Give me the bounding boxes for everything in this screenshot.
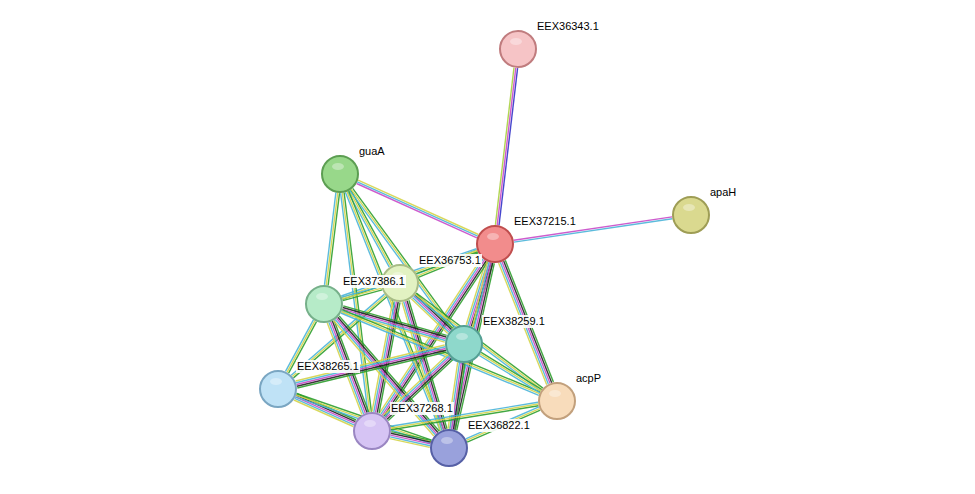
protein-node: guaA — [321, 155, 359, 193]
evidence-line — [499, 68, 518, 225]
interaction-edge — [325, 193, 340, 286]
node-highlight — [441, 437, 453, 444]
node-highlight — [683, 204, 695, 211]
interaction-edge — [342, 286, 382, 300]
interaction-edge — [390, 432, 431, 448]
protein-node: EEX36822.1 — [430, 429, 468, 467]
node-label: apaH — [709, 186, 737, 199]
node-highlight — [316, 293, 328, 300]
interaction-edge — [294, 394, 356, 427]
evidence-line — [357, 182, 477, 236]
node-highlight — [332, 163, 344, 170]
protein-node: apaH — [672, 196, 710, 234]
evidence-line — [481, 352, 542, 389]
node-circle — [538, 382, 576, 420]
evidence-line — [326, 193, 337, 285]
node-circle — [672, 196, 710, 234]
node-label: guaA — [358, 145, 386, 158]
protein-node: EEX38265.1 — [259, 370, 297, 408]
evidence-line — [296, 345, 445, 381]
evidence-line — [479, 356, 540, 393]
evidence-line — [325, 193, 336, 285]
evidence-line — [297, 350, 446, 386]
evidence-line — [357, 184, 477, 238]
node-label: EEX37215.1 — [513, 215, 577, 228]
node-circle — [430, 429, 468, 467]
node-circle — [321, 155, 359, 193]
interaction-edge — [495, 68, 517, 226]
evidence-line — [343, 308, 446, 338]
node-highlight — [364, 420, 376, 427]
protein-node: acpP — [538, 382, 576, 420]
evidence-line — [342, 309, 445, 339]
node-label: EEX36343.1 — [536, 20, 600, 33]
node-label: EEX37386.1 — [342, 275, 406, 288]
node-highlight — [487, 233, 499, 240]
node-highlight — [510, 38, 522, 45]
interaction-edge — [357, 180, 479, 238]
evidence-line — [296, 395, 355, 422]
protein-node: EEX37386.1 — [305, 285, 343, 323]
protein-node: EEX37268.1 — [353, 412, 391, 450]
evidence-line — [297, 394, 356, 421]
node-label: EEX36822.1 — [467, 419, 531, 432]
interaction-edge — [479, 352, 541, 392]
node-circle — [305, 285, 343, 323]
node-label: EEX38265.1 — [296, 360, 360, 373]
node-label: acpP — [575, 372, 602, 385]
node-label: EEX36753.1 — [418, 254, 482, 267]
node-circle — [353, 412, 391, 450]
evidence-line — [414, 296, 541, 391]
interaction-edge — [466, 407, 541, 442]
evidence-line — [297, 349, 446, 385]
node-circle — [259, 370, 297, 408]
node-highlight — [456, 333, 468, 340]
evidence-line — [497, 68, 516, 225]
evidence-line — [342, 288, 381, 299]
node-highlight — [270, 378, 282, 385]
protein-node: EEX36343.1 — [499, 30, 537, 68]
evidence-line — [466, 409, 539, 441]
evidence-line — [480, 354, 541, 391]
protein-node: EEX38259.1 — [445, 325, 483, 363]
evidence-line — [495, 68, 514, 225]
node-circle — [445, 325, 483, 363]
node-highlight — [549, 390, 561, 397]
node-label: EEX38259.1 — [482, 315, 546, 328]
evidence-line — [466, 407, 539, 439]
evidence-line — [467, 410, 540, 442]
node-circle — [499, 30, 537, 68]
evidence-line — [390, 439, 430, 448]
evidence-line — [390, 437, 430, 446]
node-label: EEX37268.1 — [390, 402, 454, 415]
